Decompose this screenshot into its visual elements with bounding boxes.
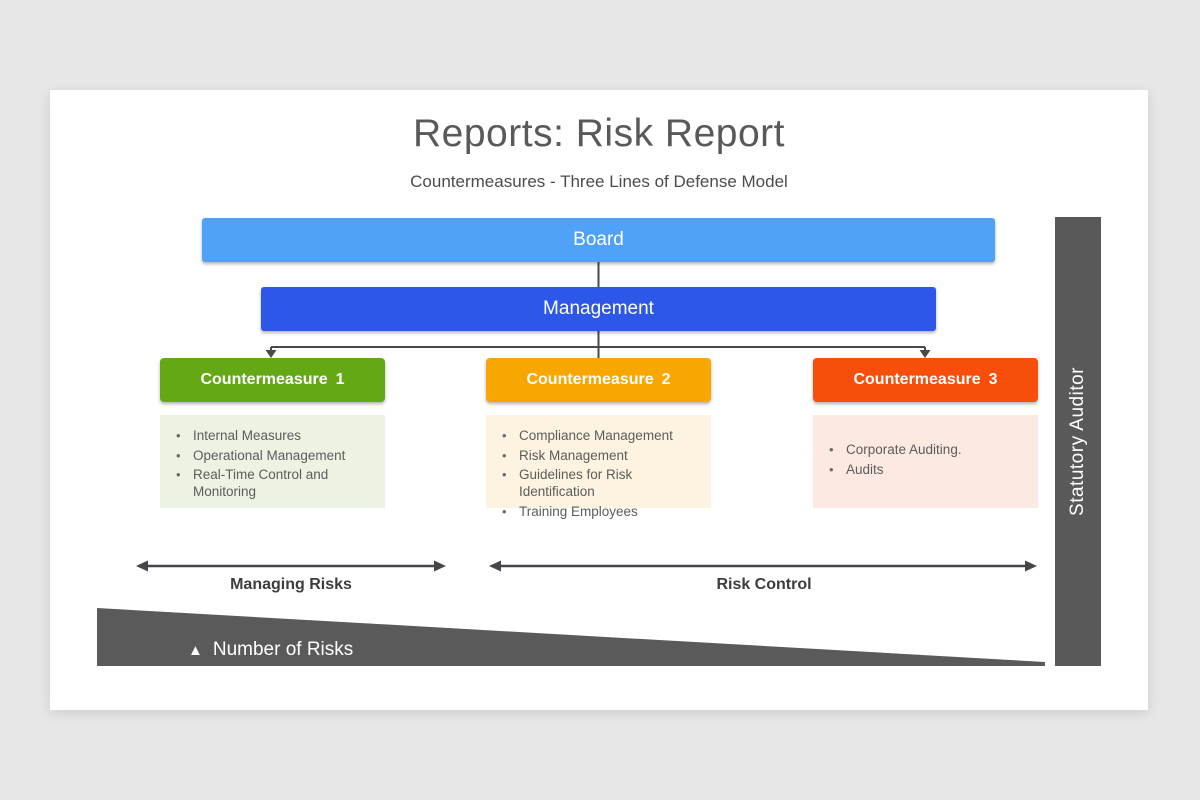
countermeasure-1-title: Countermeasure [200, 371, 328, 388]
countermeasure-3-title: Countermeasure [853, 371, 981, 388]
management-bar: Management [261, 287, 936, 331]
countermeasure-2-list: Compliance Management Risk Management Gu… [502, 428, 701, 524]
countermeasure-1-list: Internal Measures Operational Management… [176, 428, 375, 504]
statutory-auditor-bar: Statutory Auditor [1055, 217, 1101, 666]
countermeasure-1-header: Countermeasure 1 [160, 358, 385, 402]
countermeasure-3-list: Corporate Auditing. Audits [829, 442, 1028, 481]
management-label: Management [543, 298, 654, 319]
managing-risks-arrowhead-icons [136, 560, 446, 572]
countermeasure-1-number: 1 [335, 371, 345, 388]
board-bar: Board [202, 218, 995, 262]
bullet-item: Audits [829, 462, 1028, 479]
risk-control-arrowhead-icons [489, 560, 1037, 572]
bullet-item: Internal Measures [176, 428, 375, 445]
number-of-risks-label: Number of Risks [212, 639, 354, 660]
countermeasure-3-panel: Corporate Auditing. Audits [813, 415, 1038, 508]
slide-canvas: Reports: Risk Report Countermeasures - T… [50, 90, 1148, 710]
connector-arrowhead-icons [265, 350, 931, 358]
bullet-item: Corporate Auditing. [829, 442, 1028, 459]
board-label: Board [573, 229, 624, 250]
countermeasure-1-panel: Internal Measures Operational Management… [160, 415, 385, 508]
page-title: Reports: Risk Report [413, 112, 785, 155]
bullet-item: Risk Management [502, 448, 701, 465]
statutory-auditor-label: Statutory Auditor [1067, 367, 1088, 516]
countermeasure-2-header: Countermeasure 2 [486, 358, 711, 402]
bullet-item: Guidelines for Risk Identification [502, 467, 701, 500]
countermeasure-3-header: Countermeasure 3 [813, 358, 1038, 402]
countermeasure-3-number: 3 [988, 371, 998, 388]
managing-risks-label: Managing Risks [230, 576, 352, 593]
triangle-up-icon: ▲ [188, 641, 203, 659]
countermeasure-2-title: Countermeasure [526, 371, 654, 388]
bullet-item: Training Employees [502, 504, 701, 521]
bullet-item: Operational Management [176, 448, 375, 465]
number-of-risks-label-group: ▲ Number of Risks [188, 639, 353, 661]
bullet-item: Real-Time Control and Monitoring [176, 467, 375, 500]
risk-control-label: Risk Control [716, 576, 812, 593]
bullet-item: Compliance Management [502, 428, 701, 445]
countermeasure-2-number: 2 [661, 371, 671, 388]
page-subtitle: Countermeasures - Three Lines of Defense… [410, 172, 788, 191]
countermeasure-2-panel: Compliance Management Risk Management Gu… [486, 415, 711, 520]
